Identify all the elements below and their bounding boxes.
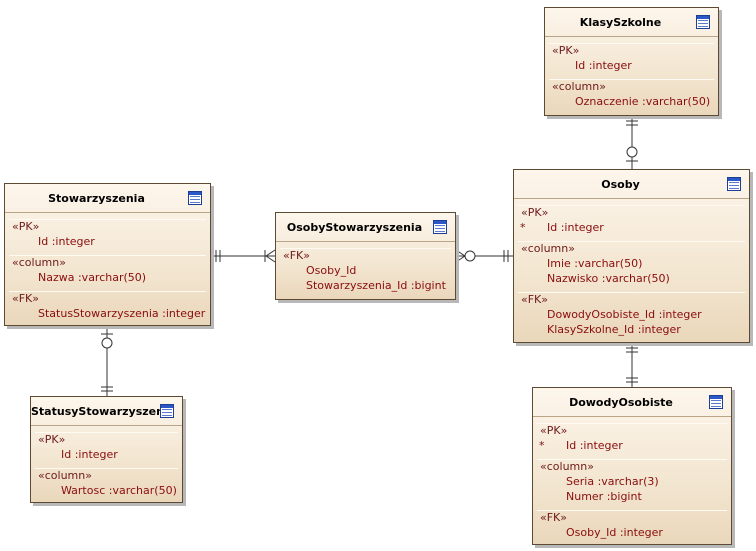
entity-stowarzyszenia[interactable]: Stowarzyszenia «PK» Id :integer «column» Naz… [4,183,211,326]
attribute-section: «PK» * Id :integer [537,423,727,453]
attribute-text: Id :integer [38,235,95,248]
attribute-text: Nazwisko :varchar(50) [547,272,670,285]
attribute-row[interactable]: Osoby_Id :integer [537,525,727,540]
attribute-text: Oznaczenie :varchar(50) [575,95,711,108]
stereotype-label: «PK» [540,424,568,437]
attribute-text: Seria :varchar(3) [566,475,659,488]
crow-foot [265,249,276,257]
attribute-row[interactable]: Id :integer [35,447,178,462]
attribute-row[interactable]: * Id :integer [518,220,745,235]
primary-key-marker: * [520,221,526,234]
attribute-row[interactable]: DowodyOsobiste_Id :integer [518,307,745,322]
attribute-text: Stowarzyszenia_Id :bigint [306,279,446,292]
table-icon [696,15,710,29]
attribute-row[interactable]: * Id :integer [537,438,727,453]
stereotype-label: «PK» [521,206,549,219]
attribute-row[interactable]: KlasySzkolne_Id :integer [518,322,745,337]
attribute-section: «column» Imie :varchar(50) Nazwisko :varch… [518,241,745,286]
attribute-text: Id :integer [61,448,118,461]
attribute-row[interactable]: StatusStowarzyszenia :integer [9,306,206,321]
crow-foot [455,249,466,257]
attribute-text: Id :integer [575,59,632,72]
attribute-text: StatusStowarzyszenia :integer [38,307,206,320]
attribute-section: «FK» StatusStowarzyszenia :integer [9,291,206,321]
entity-title: DowodyOsobiste [569,396,673,409]
table-icon [727,177,741,191]
attribute-text: Osoby_Id :integer [566,526,663,539]
zero-circle [101,337,113,349]
attribute-row[interactable]: Id :integer [9,234,206,249]
attribute-text: Nazwa :varchar(50) [38,271,147,284]
entity-title: KlasySzkolne [579,16,662,29]
entity-header: Stowarzyszenia [5,184,210,213]
stereotype-label: «column» [540,460,594,473]
attribute-row[interactable]: Id :integer [549,58,714,73]
attribute-row[interactable]: Seria :varchar(3) [537,474,727,489]
entity-osoby[interactable]: Osoby «PK» * Id :integer «column» Imie :varch… [513,169,750,343]
entity-header: StatusyStowarzyszen [31,397,182,426]
attribute-section: «PK» Id :integer [9,219,206,249]
attribute-section: «PK» * Id :integer [518,205,745,235]
stereotype-label: «FK» [283,249,311,262]
attribute-row[interactable]: Nazwa :varchar(50) [9,270,206,285]
attribute-text: Id :integer [547,221,604,234]
attribute-section: «column» Wartosc :varchar(50) [35,468,178,498]
attribute-text: Id :integer [566,439,623,452]
entity-header: KlasySzkolne [545,8,718,37]
entity-title: StatusyStowarzyszen [31,405,164,418]
table-icon [160,404,174,418]
stereotype-label: «PK» [12,220,40,233]
attribute-text: Osoby_Id [306,264,357,277]
attribute-section: «column» Oznaczenie :varchar(50) [549,79,714,109]
attribute-row[interactable]: Nazwisko :varchar(50) [518,271,745,286]
entity-dowody-osobiste[interactable]: DowodyOsobiste «PK» * Id :integer «column» Se… [532,387,732,545]
stereotype-label: «FK» [540,511,568,524]
zero-circle [464,250,476,262]
table-icon [709,395,723,409]
stereotype-label: «FK» [521,293,549,306]
entity-title: Stowarzyszenia [48,192,145,205]
stereotype-label: «column» [521,242,575,255]
entity-klasy-szkolne[interactable]: KlasySzkolne «PK» Id :integer «column» Oznac… [544,7,719,116]
attribute-text: Wartosc :varchar(50) [61,484,177,497]
crow-foot [265,255,276,263]
entity-header: OsobyStowarzyszenia [276,213,455,242]
stereotype-label: «column» [552,80,606,93]
attribute-section: «PK» Id :integer [35,432,178,462]
attribute-row[interactable]: Stowarzyszenia_Id :bigint [280,278,451,293]
entity-header: DowodyOsobiste [533,388,731,417]
stereotype-label: «PK» [552,44,580,57]
primary-key-marker: * [539,439,545,452]
attribute-row[interactable]: Numer :bigint [537,489,727,504]
attribute-text: Numer :bigint [566,490,642,503]
entity-header: Osoby [514,170,749,199]
zero-circle [626,146,638,158]
attribute-section: «FK» Osoby_Id :integer [537,510,727,540]
attribute-section: «column» Seria :varchar(3) Numer :bigint [537,459,727,504]
attribute-text: KlasySzkolne_Id :integer [547,323,681,336]
table-icon [433,220,447,234]
attribute-row[interactable]: Imie :varchar(50) [518,256,745,271]
stereotype-label: «column» [12,256,66,269]
attribute-text: Imie :varchar(50) [547,257,643,270]
stereotype-label: «PK» [38,433,66,446]
attribute-text: DowodyOsobiste_Id :integer [547,308,702,321]
entity-statusy-stowarzyszen[interactable]: StatusyStowarzyszen «PK» Id :integer «colum… [30,396,183,503]
attribute-section: «column» Nazwa :varchar(50) [9,255,206,285]
entity-title: Osoby [601,178,640,191]
table-icon [188,191,202,205]
entity-title: OsobyStowarzyszenia [286,221,423,234]
attribute-row[interactable]: Osoby_Id [280,263,451,278]
attribute-row[interactable]: Wartosc :varchar(50) [35,483,178,498]
attribute-row[interactable]: Oznaczenie :varchar(50) [549,94,714,109]
crow-foot [455,255,466,263]
stereotype-label: «column» [38,469,92,482]
attribute-section: «PK» Id :integer [549,43,714,73]
stereotype-label: «FK» [12,292,40,305]
